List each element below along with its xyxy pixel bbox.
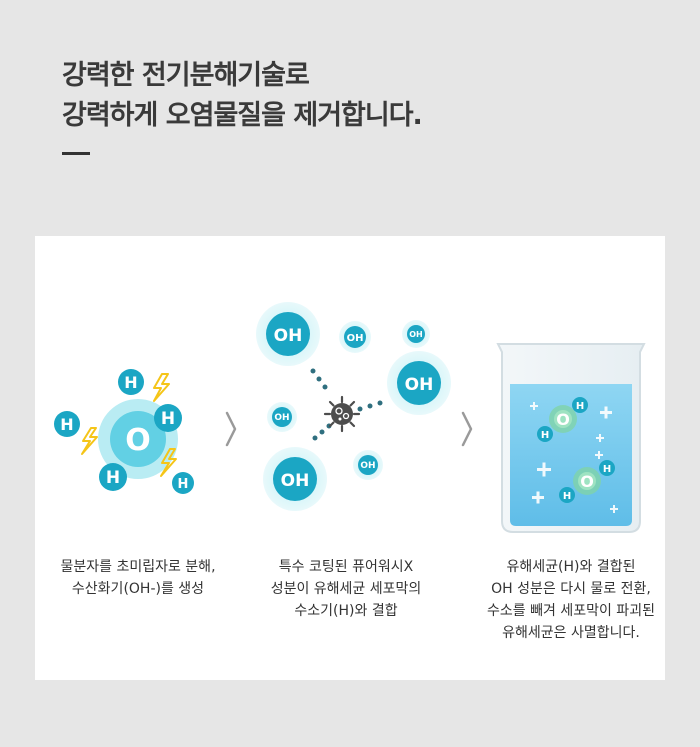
hydroxide-ion <box>272 407 292 427</box>
caption-line: 물분자를 초미립자로 분해, <box>60 559 216 575</box>
hydroxide-label: OH <box>274 326 303 346</box>
lightning-bolt-icon <box>160 448 177 477</box>
hydrogen-label: H <box>60 415 73 434</box>
lightning-bolt-icon <box>153 373 170 402</box>
hydroxide-ion <box>358 455 378 475</box>
hydrogen-atom <box>99 463 127 491</box>
hydrogen-label: H <box>161 409 175 429</box>
hydrogen-label: H <box>124 373 137 392</box>
step1-water-molecule: O H H H H H <box>54 369 194 494</box>
hydrogen-label: H <box>576 401 584 412</box>
chevron-right-icon <box>225 411 237 447</box>
oxygen-label: O <box>580 472 594 491</box>
hydrogen-atom <box>54 411 80 437</box>
hydroxide-label: OH <box>281 471 310 491</box>
hydroxide-label: OH <box>274 413 289 423</box>
hydrogen-label: H <box>603 464 611 475</box>
hydrogen-label: H <box>106 468 120 488</box>
caption-line: 유해세균(H)와 결합된 <box>506 559 636 575</box>
process-illustration: O H H H H H <box>54 302 646 533</box>
hydroxide-label: OH <box>405 375 434 395</box>
headline-underline <box>62 152 90 155</box>
caption-line: OH 성분은 다시 물로 전환, <box>491 581 651 597</box>
chevron-right-icon <box>461 411 473 447</box>
caption-line: 수소기(H)와 결합 <box>294 603 398 619</box>
hydroxide-ion <box>407 325 425 343</box>
hydrogen-label: H <box>178 477 189 492</box>
hydroxide-label: OH <box>360 461 375 471</box>
hydroxide-ion <box>273 457 317 501</box>
step2-oh-attack: OH OH OH OH OH OH OH <box>256 302 451 511</box>
hydrogen-label: H <box>541 430 549 441</box>
oxygen-label: O <box>125 423 151 458</box>
lightning-bolt-icon <box>81 427 98 455</box>
hydrogen-label: H <box>563 491 571 502</box>
caption-line: 특수 코팅된 퓨어워시X <box>278 559 414 575</box>
bacteria-icon <box>323 395 361 433</box>
hydroxide-label: OH <box>347 333 364 344</box>
headline: 강력한 전기분해기술로 강력하게 오염물질을 제거합니다. <box>62 56 423 136</box>
caption-line: 유해세균은 사멸합니다. <box>502 625 640 641</box>
caption-line: 수산화기(OH-)를 생성 <box>71 581 205 597</box>
step2-caption: 특수 코팅된 퓨어워시X 성분이 유해세균 세포막의 수소기(H)와 결합 <box>271 556 422 622</box>
caption-line: 성분이 유해세균 세포막의 <box>270 581 422 597</box>
hydroxide-ion <box>344 326 366 348</box>
hydroxide-label: OH <box>409 330 423 339</box>
oxygen-atom <box>110 411 166 467</box>
step3-caption: 유해세균(H)와 결합된 OH 성분은 다시 물로 전환, 수소를 빼겨 세포막… <box>487 556 655 644</box>
plus-icon <box>530 402 618 513</box>
hydrogen-atom <box>118 369 144 395</box>
hydrogen-atom <box>172 472 194 494</box>
caption-line: 수소를 빼겨 세포막이 파괴된 <box>487 603 655 619</box>
hydrogen-atom <box>154 404 182 432</box>
hydroxide-ion <box>266 312 310 356</box>
headline-line-1: 강력한 전기분해기술로 <box>62 60 310 91</box>
step3-beaker: O H H O H H <box>496 343 646 533</box>
hydroxide-ion <box>397 361 441 405</box>
oxygen-label: O <box>556 410 570 429</box>
step1-caption: 물분자를 초미립자로 분해, 수산화기(OH-)를 생성 <box>60 556 215 600</box>
beaker-water <box>510 384 632 526</box>
process-panel: O H H H H H <box>35 236 665 680</box>
headline-line-2: 강력하게 오염물질을 제거합니다. <box>62 100 423 131</box>
